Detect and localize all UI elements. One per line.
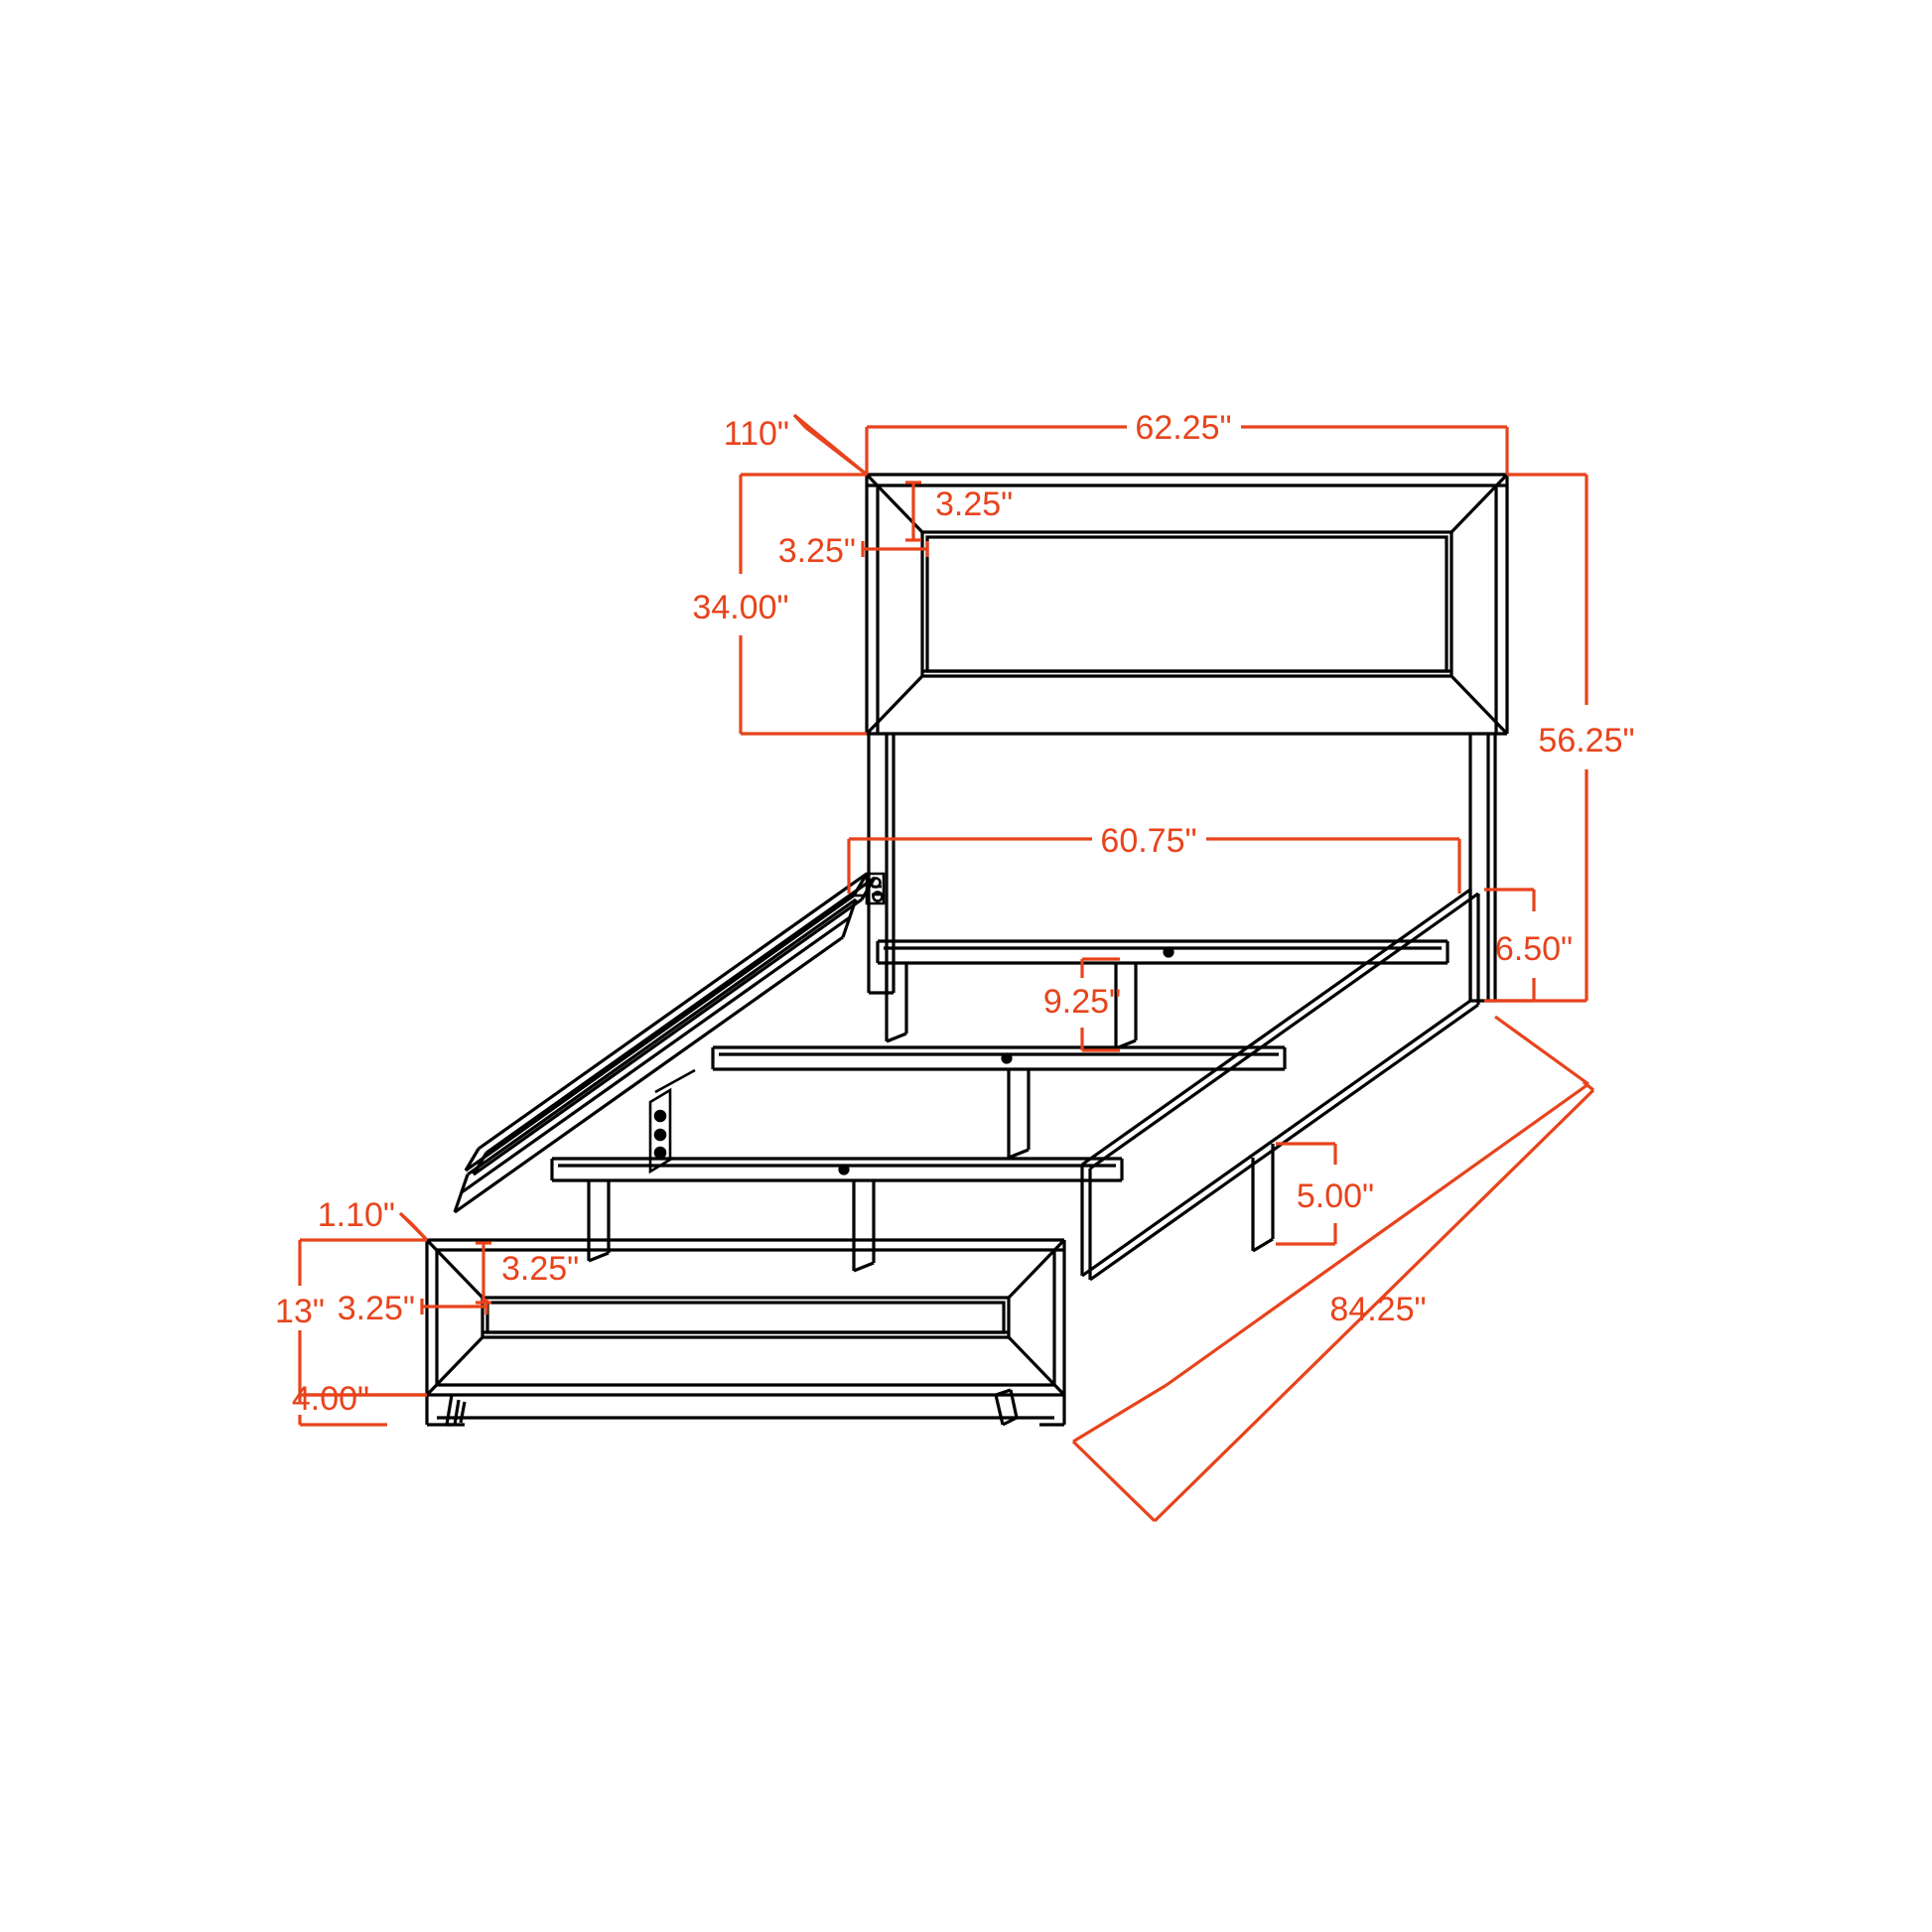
footboard	[425, 1238, 1066, 1427]
headboard-rail-bracket	[854, 872, 886, 905]
dim-footboard-top-rail	[476, 1241, 491, 1305]
label-rail-leg-height: 5.00"	[1297, 1177, 1374, 1215]
dim-headboard-top-rail	[905, 481, 921, 542]
dim-headboard-side-rail	[861, 541, 929, 557]
label-footboard-side-rail-thickness: 3.25"	[338, 1290, 415, 1327]
dim-footboard-leg-height	[298, 1393, 427, 1427]
dim-headboard-height	[739, 473, 867, 736]
right-rail-leg	[1251, 1144, 1275, 1253]
label-footboard-top-rail-thickness: 3.25"	[501, 1250, 579, 1288]
footboard-legs	[445, 1388, 1019, 1427]
dim-headboard-angle	[792, 413, 869, 477]
dim-footboard-side-rail	[420, 1299, 488, 1314]
dim-inner-width	[847, 837, 1461, 894]
label-overall-height: 56.25"	[1538, 722, 1634, 759]
label-side-rail-height: 6.50"	[1495, 930, 1573, 968]
dim-headboard-width	[865, 425, 1509, 475]
label-footboard-panel-height: 13"	[275, 1293, 325, 1330]
mid-rail-bracket	[648, 1068, 696, 1174]
dimension-annotations	[298, 413, 1595, 1523]
dimension-labels: 62.25" 110" 3.25" 3.25" 34.00" 56.25" 60…	[275, 409, 1635, 1418]
product-outline	[425, 473, 1509, 1427]
label-headboard-height: 34.00"	[692, 589, 788, 626]
label-headboard-width: 62.25"	[1135, 409, 1231, 447]
dim-footboard-angle	[398, 1211, 429, 1242]
label-overall-length: 84.25"	[1329, 1291, 1426, 1328]
dim-overall-length	[1071, 1015, 1595, 1523]
label-footboard-leg-height: 4.00"	[292, 1380, 369, 1418]
label-inner-rail-width: 60.75"	[1100, 822, 1196, 860]
headboard	[865, 473, 1509, 736]
slat-system	[550, 939, 1449, 1273]
dim-side-rail-height	[1484, 888, 1536, 1003]
dim-slat-leg-height	[1080, 957, 1120, 1052]
label-headboard-angle: 110"	[724, 415, 789, 453]
label-headboard-top-rail-thickness: 3.25"	[935, 485, 1013, 523]
label-footboard-angle: 1.10"	[318, 1196, 395, 1234]
label-slat-leg-height: 9.25"	[1043, 983, 1121, 1021]
headboard-posts	[867, 734, 1497, 1003]
dim-rail-leg-height	[1276, 1142, 1337, 1246]
left-side-rail	[453, 872, 877, 1214]
label-headboard-side-rail-thickness: 3.25"	[778, 532, 856, 570]
